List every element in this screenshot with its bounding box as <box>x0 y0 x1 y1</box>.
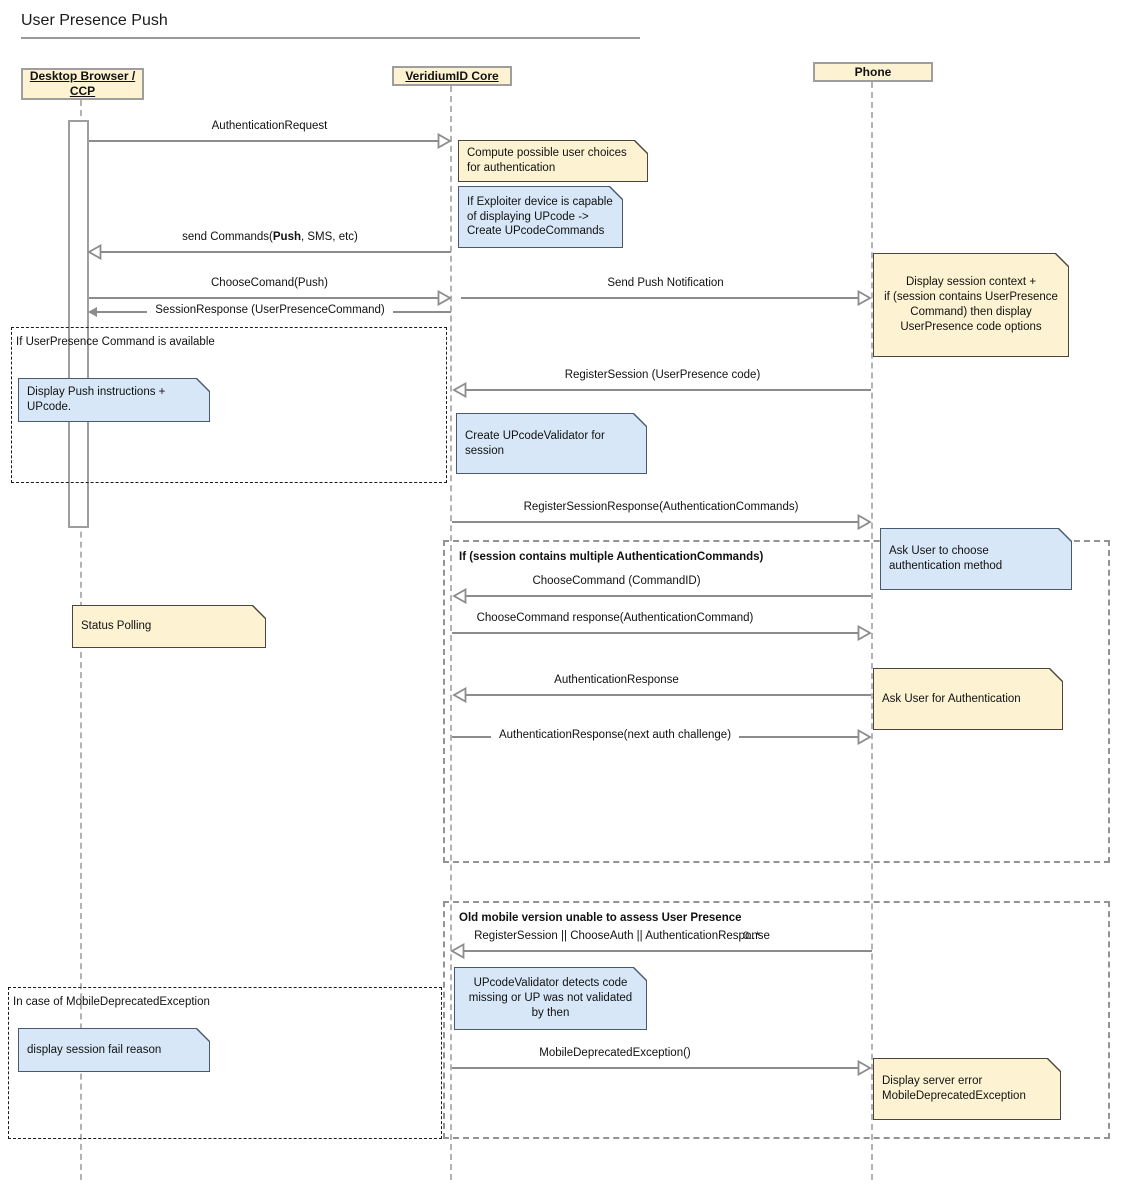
fragment-if-multiple-commands: If (session contains multiple Authentica… <box>443 540 1110 863</box>
message-label: ChooseCommand response(AuthenticationCom… <box>476 612 754 624</box>
note-create-upcode-validator: Create UPcodeValidator for session <box>456 413 647 474</box>
arrowhead-open-left <box>452 687 467 703</box>
actor-desktop-browser-ccp: Desktop Browser / CCP <box>21 68 144 100</box>
note-fold-icon <box>252 605 266 619</box>
fragment-if-userpresence-available: If UserPresence Command is available <box>11 327 447 483</box>
message-multiplicity: 0..* <box>743 930 760 942</box>
message-label: MobileDeprecatedException() <box>539 1047 691 1059</box>
note-display-session-context: Display session context + if (session co… <box>873 253 1069 357</box>
activation-bar-desktop <box>68 120 89 528</box>
fragment-mobile-deprecated-exception: In case of MobileDeprecatedException <box>8 987 442 1139</box>
actor-phone: Phone <box>813 62 933 82</box>
fragment-label: In case of MobileDeprecatedException <box>13 996 210 1008</box>
note-upcode-validator-detects: UPcodeValidator detects code missing or … <box>454 967 647 1030</box>
fragment-old-mobile-version: Old mobile version unable to assess User… <box>443 901 1110 1139</box>
note-fold-icon <box>634 140 648 154</box>
message-label: AuthenticationRequest <box>211 120 328 132</box>
message-label: AuthenticationResponse(next auth challen… <box>406 729 824 741</box>
note-fold-icon <box>1047 1058 1061 1072</box>
arrowhead-open-left <box>87 244 102 260</box>
note-fold-icon <box>1055 253 1069 267</box>
arrowhead-open-right <box>857 514 872 530</box>
arrowhead-open-left <box>452 382 467 398</box>
note-ask-user-choose-method: Ask User to choose authentication method <box>880 528 1072 590</box>
fragment-label: Old mobile version unable to assess User… <box>459 912 742 924</box>
note-fold-icon <box>633 413 647 427</box>
arrowhead-open-right <box>437 133 452 149</box>
arrowhead-open-left <box>450 943 465 959</box>
fragment-label: If UserPresence Command is available <box>16 336 215 348</box>
lifeline-phone <box>871 82 873 1180</box>
arrowhead-filled-left <box>88 307 97 317</box>
message-label: SessionResponse (UserPresenceCommand) <box>89 304 451 316</box>
arrowhead-open-right <box>857 290 872 306</box>
message-label: RegisterSessionResponse(AuthenticationCo… <box>523 501 799 513</box>
note-display-push-instructions: Display Push instructions + UPcode. <box>18 378 210 422</box>
note-status-polling: Status Polling <box>72 605 266 648</box>
note-exploiter-device-upcode: If Exploiter device is capable of displa… <box>458 186 623 248</box>
arrowhead-open-left <box>452 588 467 604</box>
message-label: AuthenticationResponse <box>554 674 679 686</box>
title-underline <box>21 37 640 39</box>
arrowhead-open-right <box>437 290 452 306</box>
note-fold-icon <box>196 378 210 392</box>
note-display-server-error: Display server error MobileDeprecatedExc… <box>873 1058 1061 1120</box>
arrowhead-open-right <box>857 1060 872 1076</box>
fragment-label: If (session contains multiple Authentica… <box>459 551 764 563</box>
message-label: RegisterSession || ChooseAuth || Authent… <box>474 930 770 942</box>
note-ask-user-authentication: Ask User for Authentication <box>873 668 1063 730</box>
note-fold-icon <box>1049 668 1063 682</box>
note-compute-user-choices: Compute possible user choices for authen… <box>458 140 648 182</box>
lifeline-core <box>450 86 452 1180</box>
arrowhead-open-right <box>857 729 872 745</box>
diagram-title: User Presence Push <box>21 12 168 29</box>
message-label: RegisterSession (UserPresence code) <box>564 369 761 381</box>
arrowhead-open-right <box>857 625 872 641</box>
message-label: ChooseComand(Push) <box>211 277 328 289</box>
note-fold-icon <box>1058 528 1072 542</box>
note-fold-icon <box>633 967 647 981</box>
message-label: Send Push Notification <box>607 277 724 289</box>
actor-veridiumid-core: VeridiumID Core <box>392 66 512 86</box>
message-label: send Commands(Push, SMS, etc) <box>182 231 358 243</box>
note-fold-icon <box>609 186 623 200</box>
note-fold-icon <box>196 1028 210 1042</box>
note-display-session-fail: display session fail reason <box>18 1028 210 1072</box>
message-label: ChooseCommand (CommandID) <box>532 575 701 587</box>
